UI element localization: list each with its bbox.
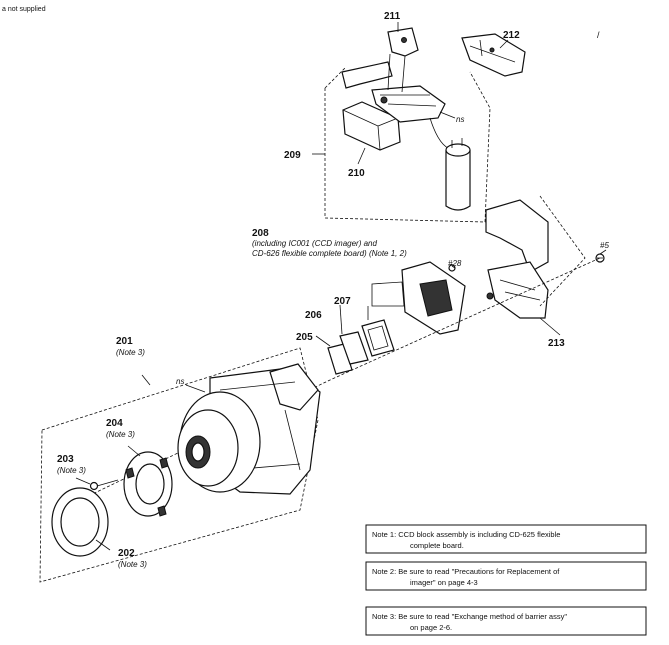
part-203-screw <box>89 479 119 491</box>
stray-mark: / <box>597 30 600 40</box>
part-213-shape <box>485 195 586 319</box>
label-203-note: (Note 3) <box>57 466 86 475</box>
label-202-note: (Note 3) <box>118 560 147 569</box>
note-2-box: Note 2: Be sure to read "Precautions for… <box>365 561 647 591</box>
label-212: 212 <box>503 30 520 41</box>
filters-205-207 <box>327 319 395 375</box>
label-208-desc1: (including IC001 (CCD imager) and <box>252 239 377 248</box>
note-1-line-2: complete board. <box>410 541 464 550</box>
note-1-box: Note 1: CCD block assembly is including … <box>365 524 647 554</box>
label-208: 208 <box>252 228 269 239</box>
label-ns-upper: ns <box>456 115 464 124</box>
screw-5-shape <box>595 253 605 263</box>
part-labels: 211 212 209 210 ns 208 (including IC001 … <box>57 11 609 569</box>
label-210: 210 <box>348 168 365 179</box>
group-209-outline <box>324 67 491 223</box>
label-203: 203 <box>57 454 74 465</box>
leader-lines <box>75 22 607 551</box>
part-212-shape <box>461 33 526 77</box>
part-204-ring <box>123 451 173 517</box>
label-screw-28: #28 <box>448 259 462 268</box>
part-211-shape <box>380 27 419 104</box>
label-209: 209 <box>284 150 301 161</box>
note-3-box: Note 3: Be sure to read "Exchange method… <box>365 606 647 636</box>
label-205: 205 <box>296 332 313 343</box>
part-210-shape <box>342 101 401 151</box>
label-204-note: (Note 3) <box>106 430 135 439</box>
label-206: 206 <box>305 310 322 321</box>
legend-text: a not supplied <box>2 6 46 13</box>
label-201-note: (Note 3) <box>116 348 145 357</box>
label-213: 213 <box>548 338 565 349</box>
note-3-line-2: on page 2-6. <box>410 623 452 632</box>
part-201-lens-block <box>177 363 321 495</box>
part-208-shape <box>371 261 466 335</box>
label-screw-5: #5 <box>600 241 609 250</box>
note-2-line-2: imager" on page 4-3 <box>410 578 478 587</box>
label-207: 207 <box>334 296 351 307</box>
part-202-barrier <box>51 487 109 557</box>
label-201: 201 <box>116 336 133 347</box>
note-2-line-1: Note 2: Be sure to read "Precautions for… <box>372 567 560 576</box>
part-209-frame <box>341 61 471 211</box>
note-1-line-1: Note 1: CCD block assembly is including … <box>372 530 560 539</box>
label-ns-lower: ns <box>176 377 184 386</box>
label-204: 204 <box>106 418 123 429</box>
label-211: 211 <box>384 11 401 22</box>
label-202: 202 <box>118 548 135 559</box>
label-208-desc2: CD-626 flexible complete board) (Note 1,… <box>252 249 407 258</box>
note-3-line-1: Note 3: Be sure to read "Exchange method… <box>372 612 567 621</box>
